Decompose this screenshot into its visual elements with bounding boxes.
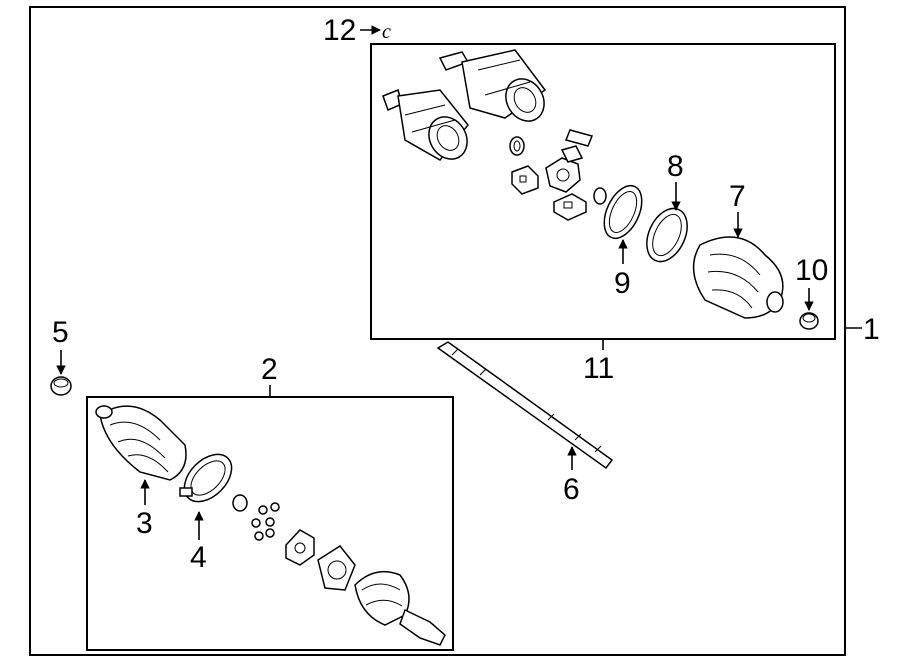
outer-cv-housing bbox=[354, 570, 446, 646]
callout-9: 9 bbox=[614, 267, 631, 300]
inner-boot-7 bbox=[692, 236, 784, 319]
boot-clamp-9 bbox=[603, 184, 643, 240]
callout-3: 3 bbox=[136, 507, 153, 540]
callout-1: 1 bbox=[863, 313, 880, 346]
retaining-ring bbox=[232, 494, 248, 512]
ball-cage bbox=[317, 545, 356, 591]
roller-block-3 bbox=[553, 193, 587, 221]
cap-5 bbox=[50, 376, 72, 396]
inner-housing-lower bbox=[382, 88, 469, 161]
axle-shaft bbox=[436, 341, 614, 470]
snap-ring-small bbox=[509, 136, 525, 156]
roller-block-1 bbox=[511, 165, 539, 195]
inner-housing-upper bbox=[438, 49, 547, 122]
inner-race bbox=[285, 529, 315, 566]
callout-11: 11 bbox=[583, 352, 614, 385]
callout-2: 2 bbox=[261, 353, 278, 386]
callout-5: 5 bbox=[52, 316, 69, 349]
outer-frame bbox=[29, 6, 846, 656]
ball-bearings bbox=[251, 502, 280, 541]
note-symbol: c bbox=[382, 21, 391, 43]
outer-boot-3 bbox=[95, 405, 187, 481]
boot-clamp-8 bbox=[646, 207, 688, 263]
callout-12: 12 bbox=[323, 14, 356, 47]
cap-10 bbox=[799, 312, 819, 330]
boot-clamp-4 bbox=[179, 453, 233, 503]
snap-ring-medium bbox=[593, 187, 607, 205]
roller-block-2 bbox=[564, 129, 594, 147]
callout-4: 4 bbox=[190, 541, 207, 574]
callout-10: 10 bbox=[795, 254, 828, 287]
callout-7: 7 bbox=[729, 180, 746, 213]
callout-6: 6 bbox=[563, 473, 580, 506]
tripod-spider bbox=[545, 145, 584, 193]
callout-8: 8 bbox=[667, 150, 684, 183]
